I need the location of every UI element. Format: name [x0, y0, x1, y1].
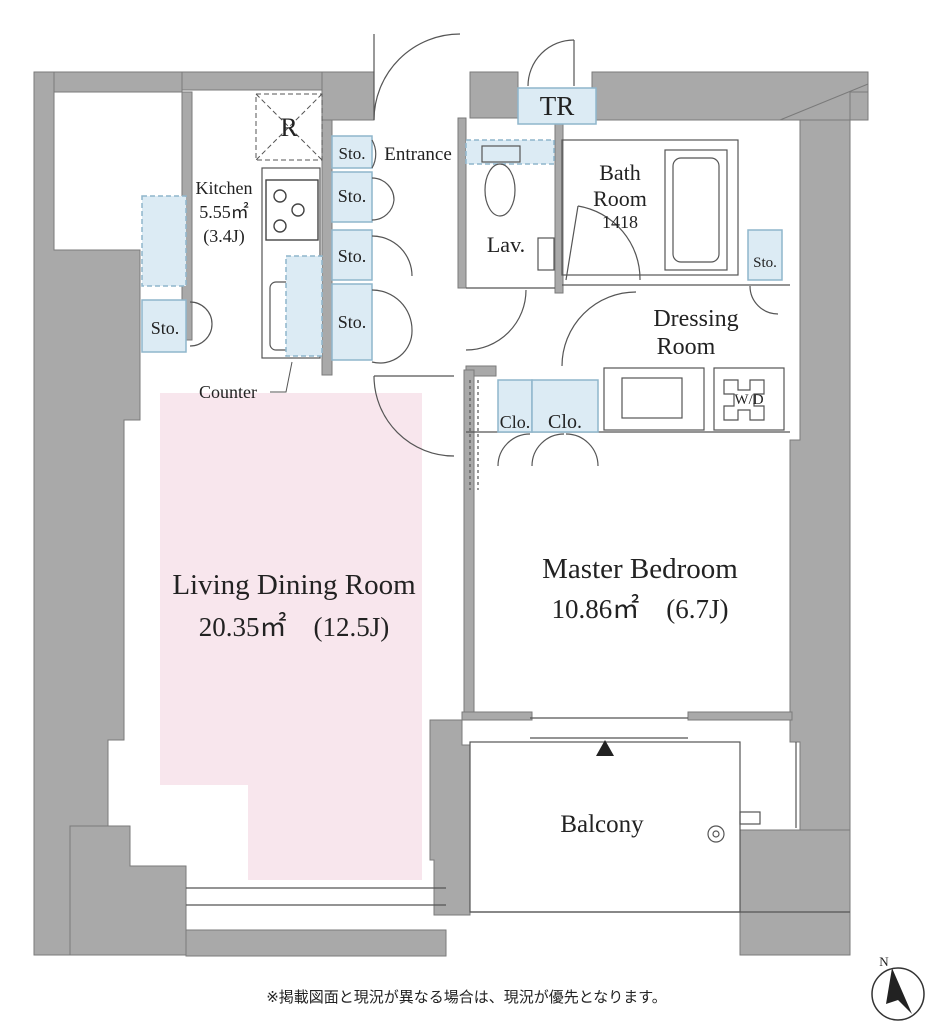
counter-label: Counter	[199, 382, 257, 402]
storage-label: Sto.	[151, 318, 180, 338]
closet-label: Clo.	[548, 411, 582, 433]
lavatory-label: Lav.	[487, 232, 525, 257]
entrance-label: Entrance	[384, 144, 452, 165]
bath-label-1: Bath	[599, 160, 641, 185]
bath-label-2: Room	[593, 186, 647, 211]
window-marker	[596, 740, 614, 756]
counter-leader	[270, 361, 293, 393]
washer-dryer-label: W/D	[734, 392, 763, 408]
trunk-room-label: TR	[540, 91, 575, 121]
refrigerator-box	[255, 93, 323, 161]
storage-label: Sto.	[339, 144, 366, 163]
kitchen-jo: (3.4J)	[203, 226, 245, 247]
washer-pan-icon	[723, 379, 765, 421]
dressing-label-2: Room	[657, 334, 716, 360]
toilet-icon	[481, 145, 521, 217]
walls	[33, 71, 869, 957]
dressing-label-1: Dressing	[653, 306, 738, 332]
footnote: ※掲載図面と現況が異なる場合は、現況が優先となります。	[266, 988, 667, 1006]
stove-icon	[265, 179, 319, 241]
storage-label: Sto.	[338, 186, 367, 206]
bath-size: 1418	[602, 212, 638, 232]
balcony-fixtures	[707, 811, 761, 843]
master-bedroom-name: Master Bedroom	[542, 553, 738, 585]
master-bedroom-area: 10.86㎡ (6.7J)	[552, 594, 729, 624]
storage-label: Sto.	[753, 255, 777, 271]
storage-boxes	[141, 87, 783, 433]
storage-label: Sto.	[338, 312, 367, 332]
compass-north-label: N	[879, 954, 889, 969]
compass-icon: N	[871, 954, 925, 1021]
refrigerator-label: R	[280, 113, 298, 142]
storage-label: Sto.	[338, 246, 367, 266]
balcony-label: Balcony	[560, 811, 644, 838]
living-room-area: 20.35㎡ (12.5J)	[199, 612, 390, 642]
sink-icon	[537, 237, 555, 271]
living-room-name: Living Dining Room	[172, 569, 416, 601]
closet-label: Clo.	[500, 412, 531, 432]
kitchen-name: Kitchen	[196, 178, 253, 198]
kitchen-area: 5.55㎡	[199, 201, 249, 222]
doors	[189, 33, 779, 490]
living-floor	[160, 393, 422, 880]
